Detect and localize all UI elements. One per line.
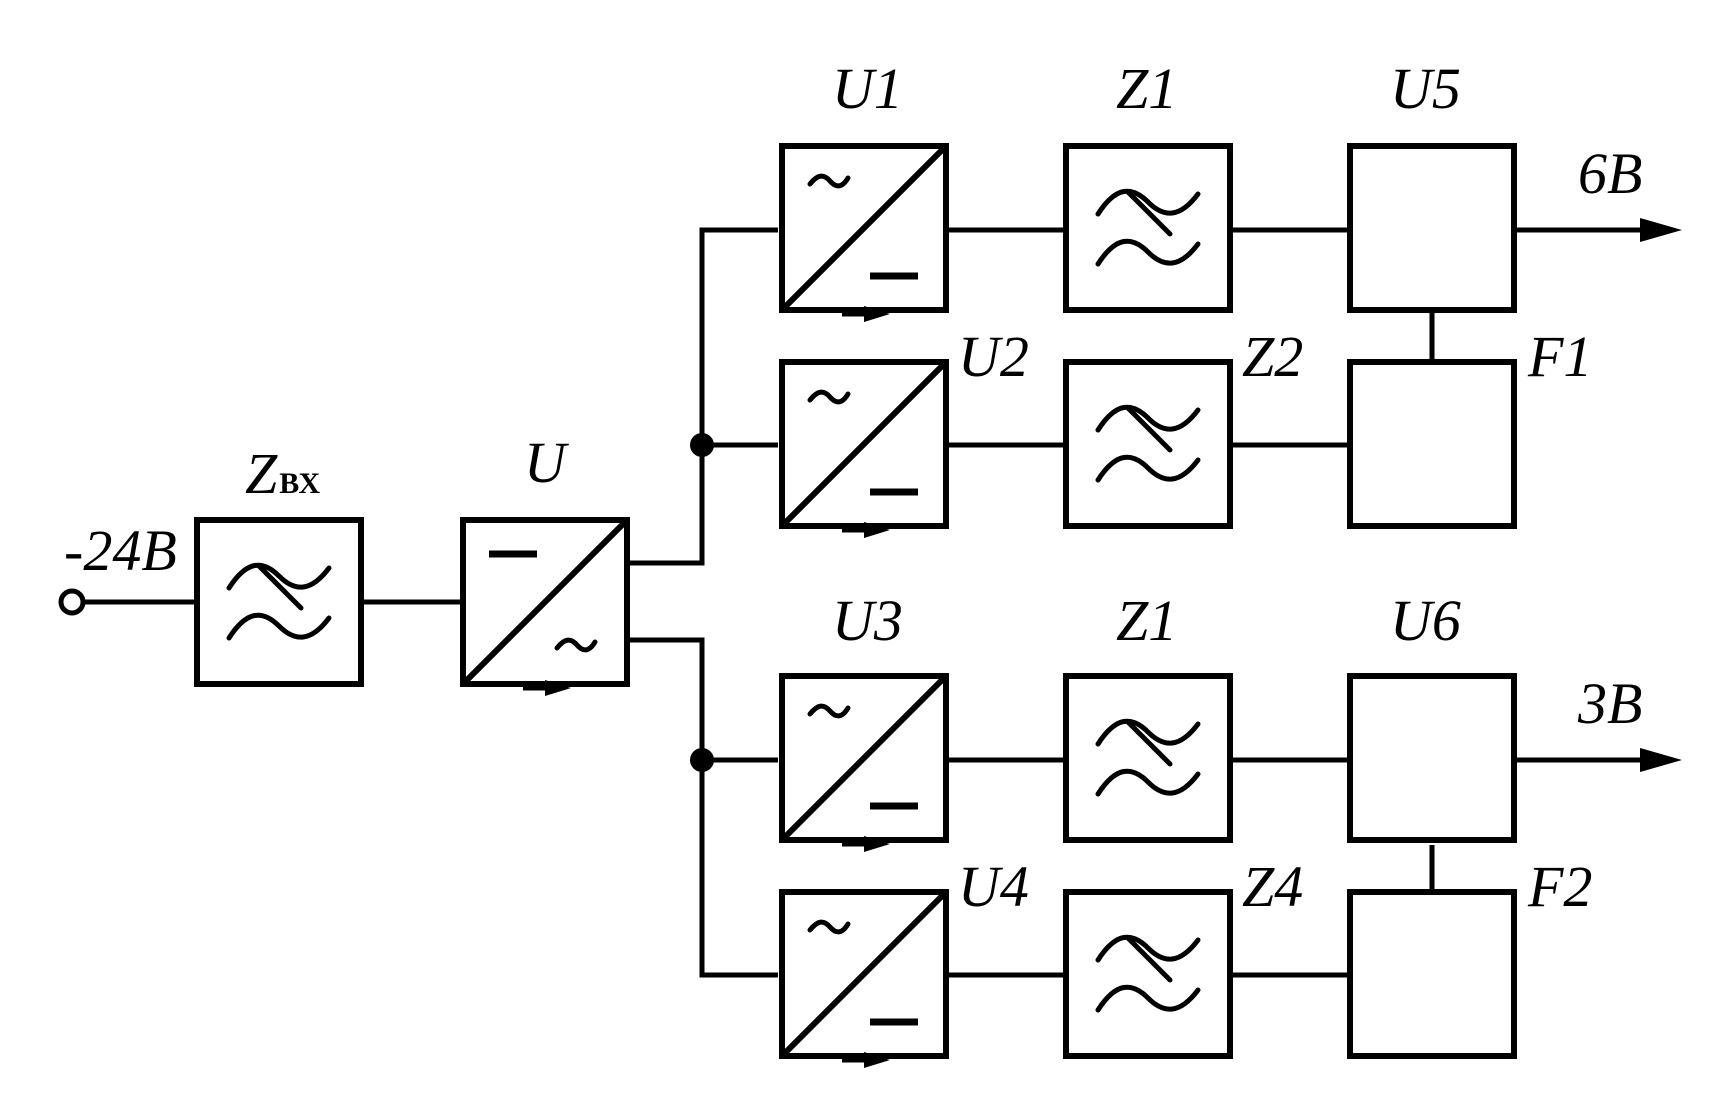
label-z2: Z2: [1242, 324, 1303, 389]
block-z4: [1063, 889, 1233, 1059]
block-u2: [782, 362, 946, 538]
block-u: [463, 520, 627, 696]
block-u5: [1347, 143, 1517, 313]
input-terminal: [58, 588, 86, 616]
output-label-top: 6B: [1578, 141, 1642, 206]
label-u6: U6: [1390, 588, 1461, 653]
junction-bottom: [690, 748, 714, 772]
label-u: U: [524, 430, 570, 495]
block-u3: [782, 676, 946, 852]
label-z4: Z4: [1242, 854, 1303, 919]
block-z2: [1063, 359, 1233, 529]
label-z1-top: Z1: [1116, 56, 1177, 121]
junction-top: [690, 433, 714, 457]
output-label-bottom: 3B: [1577, 671, 1642, 736]
wires: [58, 218, 1682, 978]
block-u6: [1347, 673, 1517, 843]
block-z1-top: [1063, 143, 1233, 313]
block-f2: [1347, 889, 1517, 1059]
label-f1: F1: [1527, 324, 1592, 389]
block-z1-bottom: [1063, 673, 1233, 843]
labels: -24B ZВХ U U1 U2 U3 U4 Z1 Z2 Z1 Z4 U5 F1…: [64, 56, 1642, 919]
block-u1: [782, 146, 946, 322]
input-label: -24B: [64, 518, 177, 583]
block-f1: [1347, 359, 1517, 529]
label-u1: U1: [832, 56, 903, 121]
label-zin: ZВХ: [245, 441, 321, 506]
label-u5: U5: [1390, 56, 1461, 121]
block-zin: [194, 517, 364, 687]
block-u4: [782, 892, 946, 1068]
label-f2: F2: [1527, 854, 1592, 919]
label-zin-subscript: ВХ: [279, 467, 320, 500]
label-u2: U2: [958, 324, 1029, 389]
label-u3: U3: [832, 588, 903, 653]
label-z1-bottom: Z1: [1116, 588, 1177, 653]
label-u4: U4: [958, 854, 1029, 919]
